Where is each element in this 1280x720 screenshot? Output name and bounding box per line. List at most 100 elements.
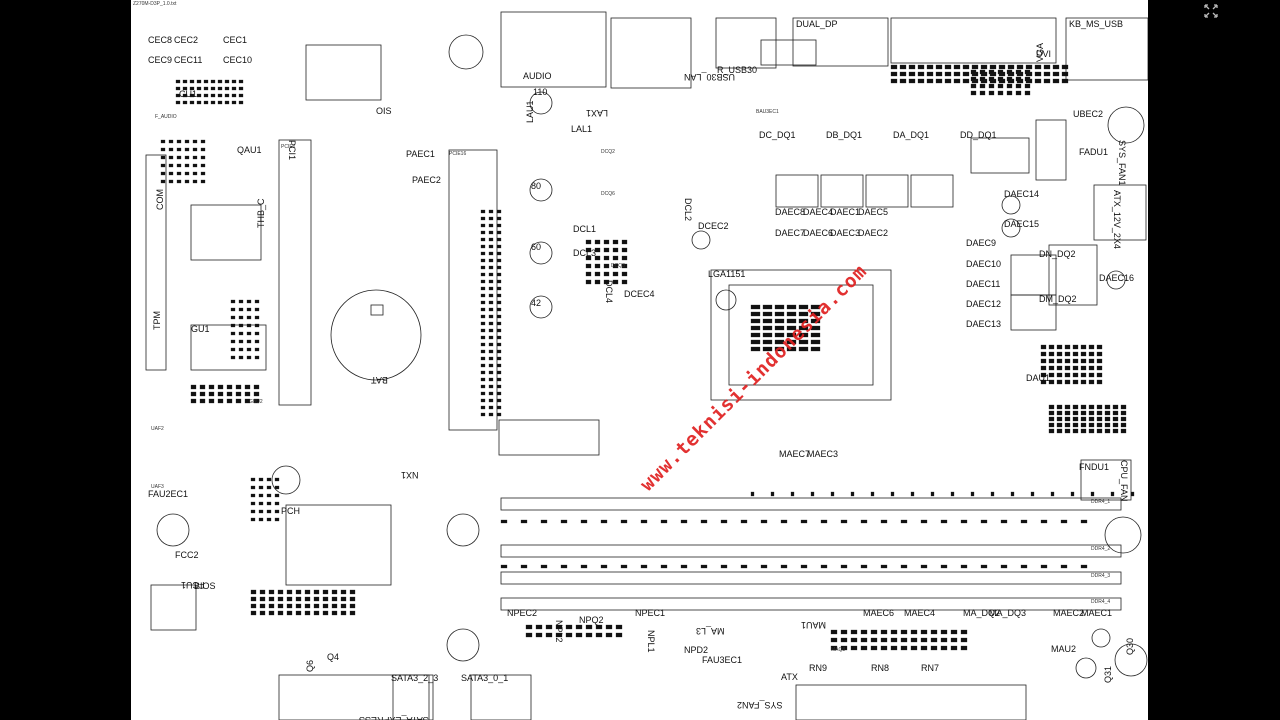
- smd-array: [786, 304, 797, 310]
- smd-array: [480, 307, 486, 312]
- smd-array: [192, 163, 198, 168]
- smd-array: [230, 347, 236, 352]
- component-label-nx1: NX1: [401, 470, 419, 480]
- smd-array: [190, 398, 197, 404]
- smd-array: [1080, 344, 1087, 350]
- smd-array: [496, 370, 502, 375]
- smd-array: [246, 355, 252, 360]
- smd-array: [890, 78, 898, 84]
- smd-array: [1080, 372, 1087, 378]
- smd-array: [200, 139, 206, 144]
- smd-array: [480, 349, 486, 354]
- smd-array: [196, 86, 202, 91]
- component-label-sys-fan1: SYS_FAN1: [1117, 140, 1127, 186]
- smd-array: [605, 624, 613, 630]
- smd-array: [1120, 422, 1127, 428]
- smd-array: [480, 398, 486, 403]
- smd-array: [266, 509, 272, 514]
- smd-array: [870, 491, 875, 497]
- smd-array: [786, 318, 797, 324]
- component-label-rn9: RN9: [809, 663, 828, 673]
- smd-array: [254, 307, 260, 312]
- expand-arrows-icon[interactable]: [1204, 4, 1218, 18]
- smd-array: [226, 391, 233, 397]
- smd-array: [1064, 344, 1071, 350]
- smd-array: [254, 339, 260, 344]
- smd-array: [750, 311, 761, 317]
- smd-array: [313, 610, 320, 616]
- smd-array: [1072, 358, 1079, 364]
- smd-array: [1088, 351, 1095, 357]
- capacitor: [1106, 270, 1126, 290]
- smd-array: [496, 349, 502, 354]
- capacitor: [529, 178, 553, 202]
- smd-array: [962, 78, 970, 84]
- smd-array: [235, 384, 242, 390]
- smd-array: [612, 247, 619, 253]
- smd-array: [295, 603, 302, 609]
- smd-array: [1096, 372, 1103, 378]
- smd-array: [250, 603, 257, 609]
- component-label-npec2: NPEC2: [507, 608, 538, 618]
- component-label-lau1: LAU1: [525, 100, 535, 123]
- smd-array: [349, 610, 356, 616]
- atx-12v-connector: [1093, 184, 1147, 241]
- smd-array: [231, 86, 237, 91]
- smd-array: [979, 90, 986, 96]
- smd-array: [238, 323, 244, 328]
- smd-array: [496, 356, 502, 361]
- smd-array: [998, 64, 1006, 70]
- smd-array: [1088, 428, 1095, 434]
- component-label-daec7: DAEC7: [775, 228, 806, 238]
- smd-array: [1052, 78, 1060, 84]
- component-label-dd-dq1: DD_DQ1: [960, 130, 997, 140]
- smd-array: [210, 79, 216, 84]
- smd-array: [1072, 404, 1079, 410]
- smd-array: [880, 637, 888, 643]
- smd-array: [980, 519, 988, 524]
- smd-array: [1025, 64, 1033, 70]
- smd-array: [304, 610, 311, 616]
- smd-array: [217, 384, 224, 390]
- smd-array: [620, 519, 628, 524]
- smd-array: [192, 179, 198, 184]
- smd-array: [231, 79, 237, 84]
- smd-array: [953, 78, 961, 84]
- smd-array: [331, 589, 338, 595]
- smd-array: [268, 596, 275, 602]
- smd-array: [496, 251, 502, 256]
- smd-array: [208, 398, 215, 404]
- smd-array: [960, 637, 968, 643]
- small-label-ddr4-1: DDR4_1: [1091, 499, 1111, 505]
- smd-array: [1007, 64, 1015, 70]
- smd-array: [770, 491, 775, 497]
- smd-array: [496, 209, 502, 214]
- smd-array: [1024, 90, 1031, 96]
- smd-array: [331, 610, 338, 616]
- component-label-r-usb30: R_USB30: [717, 65, 758, 75]
- smd-array: [600, 564, 608, 569]
- smd-array: [1104, 428, 1111, 434]
- smd-array: [1088, 410, 1095, 416]
- smd-array: [480, 321, 486, 326]
- component-label-dcl2: DCL2: [683, 198, 693, 222]
- sys-fan1-header: [1035, 119, 1067, 181]
- smd-array: [762, 318, 773, 324]
- smd-array: [182, 79, 188, 84]
- smd-array: [988, 69, 995, 75]
- battery-clip: [370, 304, 384, 316]
- smd-array: [890, 637, 898, 643]
- smd-array: [870, 629, 878, 635]
- component-label-qau1: QAU1: [237, 145, 262, 155]
- component-label-daec6: DAEC6: [803, 228, 834, 238]
- smd-array: [1130, 491, 1135, 497]
- smd-array: [259, 603, 266, 609]
- smd-array: [1040, 372, 1047, 378]
- smd-array: [1120, 428, 1127, 434]
- smd-array: [1064, 416, 1071, 422]
- smd-array: [850, 629, 858, 635]
- smd-array: [200, 163, 206, 168]
- smd-array: [786, 339, 797, 345]
- smd-array: [253, 398, 260, 404]
